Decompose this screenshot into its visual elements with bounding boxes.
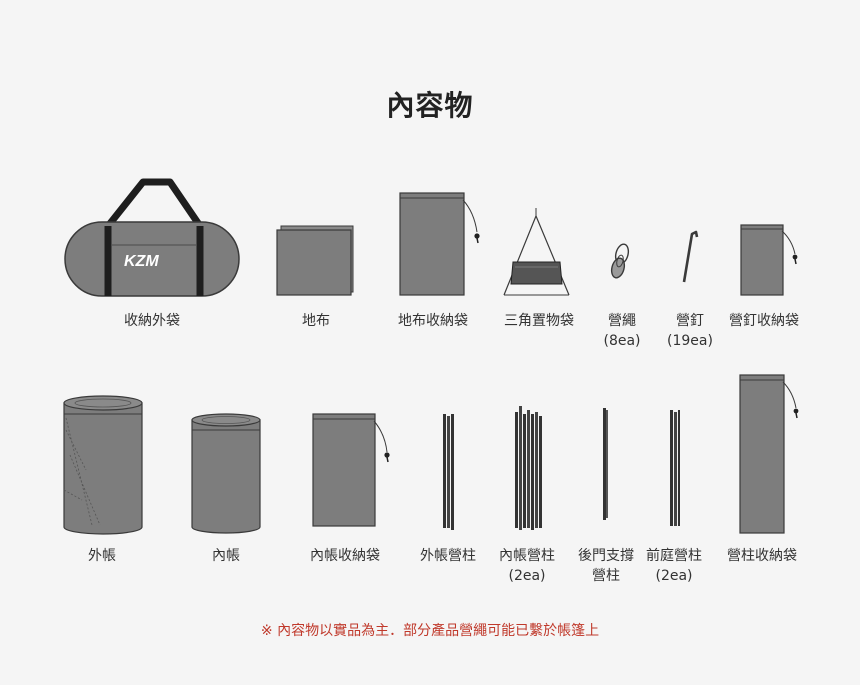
kzm-logo: KZM	[124, 253, 159, 270]
inner-tent-image	[191, 413, 261, 534]
item-label-peg-bag: 營釘收納袋	[729, 313, 799, 329]
item-qty-pegs: (19ea)	[667, 333, 713, 349]
item-label-triangle-pouch: 三角置物袋	[504, 313, 574, 329]
tent-peg-image	[682, 230, 699, 283]
item-label-storage-bag: 收納外袋	[124, 313, 180, 329]
item-label-back-door-pole: 後門支撐 營柱	[578, 548, 634, 584]
vestibule-poles-image	[670, 410, 680, 526]
item-label-ground-sheet: 地布	[302, 313, 330, 329]
back-door-pole-image	[603, 408, 608, 520]
item-label-pole-bag: 營柱收納袋	[727, 548, 797, 564]
guy-rope-image	[610, 243, 630, 279]
peg-bag-image	[740, 224, 798, 296]
item-label-vestibule-poles: 前庭營柱 (2ea)	[619, 546, 729, 586]
page-title: 內容物	[386, 89, 474, 122]
duffel-bag-image: KZM	[64, 178, 240, 297]
item-label-ground-sheet-bag: 地布收納袋	[398, 313, 468, 329]
item-label-outer-tent-poles: 外帳營柱	[420, 548, 476, 564]
item-qty-vestibule-poles: (2ea)	[655, 568, 693, 584]
item-label-inner-tent-poles: 內帳營柱 (2ea)	[472, 546, 582, 586]
footnote: ※ 內容物以實品為主．部分產品營繩可能已繫於帳篷上	[260, 623, 600, 639]
inner-tent-bag-image	[312, 413, 390, 527]
item-label-inner-tent-bag: 內帳收納袋	[310, 548, 380, 564]
inner-tent-poles-image	[515, 406, 542, 530]
item-qty-inner-tent-poles: (2ea)	[508, 568, 546, 584]
pole-bag-image	[739, 374, 799, 534]
item-label-outer-tent: 外帳	[88, 548, 116, 564]
item-label-inner-tent: 內帳	[212, 548, 240, 564]
item-label-pegs: 營釘 (19ea)	[635, 311, 745, 351]
ground-sheet-image	[276, 225, 354, 296]
item-label-guy-rope: 營繩 (8ea)	[567, 311, 677, 351]
outer-tent-poles-image	[443, 414, 454, 530]
outer-tent-image	[63, 395, 143, 535]
triangle-pouch-image	[503, 208, 570, 296]
ground-sheet-bag-image	[399, 192, 480, 296]
item-qty-guy-rope: (8ea)	[603, 333, 641, 349]
